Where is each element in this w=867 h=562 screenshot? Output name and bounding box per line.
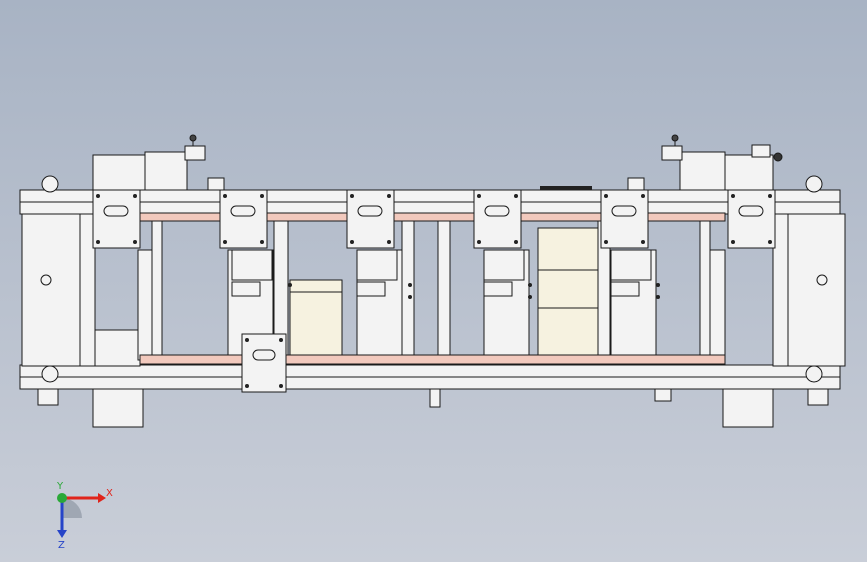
right-inner-plate <box>772 213 789 367</box>
left-inner-plate <box>79 213 96 367</box>
right-support-leg <box>722 384 774 428</box>
gripper-block-4 <box>473 189 522 249</box>
top-right-fitting <box>671 134 679 142</box>
bottom-hub-right <box>807 388 829 406</box>
stepper-motor-left <box>289 279 343 361</box>
stepper-motor-right <box>537 227 599 361</box>
y-axis-label: Y <box>56 481 64 492</box>
guide-post-3 <box>437 213 451 365</box>
left-end-block <box>21 213 81 367</box>
gripper-block-2 <box>219 189 268 249</box>
top-right-bracket <box>722 154 774 191</box>
gripper-block-1 <box>92 189 141 249</box>
x-axis-label: X <box>106 488 113 499</box>
guide-post-2 <box>401 213 415 365</box>
left-roller-top <box>41 175 59 193</box>
gripper-block-5 <box>600 189 649 249</box>
y-axis-dot <box>57 493 67 503</box>
top-left-fitting <box>189 134 197 142</box>
left-plate-sub <box>94 329 141 367</box>
z-axis-label: Z <box>58 540 65 550</box>
right-roller-bottom <box>805 365 823 383</box>
bottom-shaft <box>429 388 441 408</box>
coordinate-triad[interactable]: X Y Z <box>40 480 120 550</box>
guide-post-5 <box>151 213 163 365</box>
clamp-block-2 <box>356 249 398 281</box>
gripper-block-6 <box>727 189 776 249</box>
lower-linear-rail <box>139 354 726 365</box>
top-right-cylinder <box>679 151 726 191</box>
top-right-valve <box>661 145 683 161</box>
top-left-cylinder <box>144 151 188 191</box>
left-support-leg <box>92 384 144 428</box>
bottom-hub-mid <box>654 388 672 402</box>
guide-post-6 <box>699 213 711 365</box>
top-left-valve <box>184 145 206 161</box>
right-roller-top <box>805 175 823 193</box>
top-center-slot <box>540 186 592 190</box>
bottom-hub-left <box>37 388 59 406</box>
clamp-block-1 <box>231 249 273 281</box>
top-left-bracket <box>92 154 149 191</box>
slide-plate-5 <box>709 249 726 361</box>
triad-shadow <box>62 498 82 518</box>
right-end-block <box>786 213 846 367</box>
top-right-valve-2 <box>751 144 771 158</box>
gripper-block-3 <box>346 189 395 249</box>
lower-carriage <box>241 333 287 393</box>
clamp-block-3 <box>483 249 525 281</box>
left-roller-bottom <box>41 365 59 383</box>
clamp-block-4 <box>610 249 652 281</box>
